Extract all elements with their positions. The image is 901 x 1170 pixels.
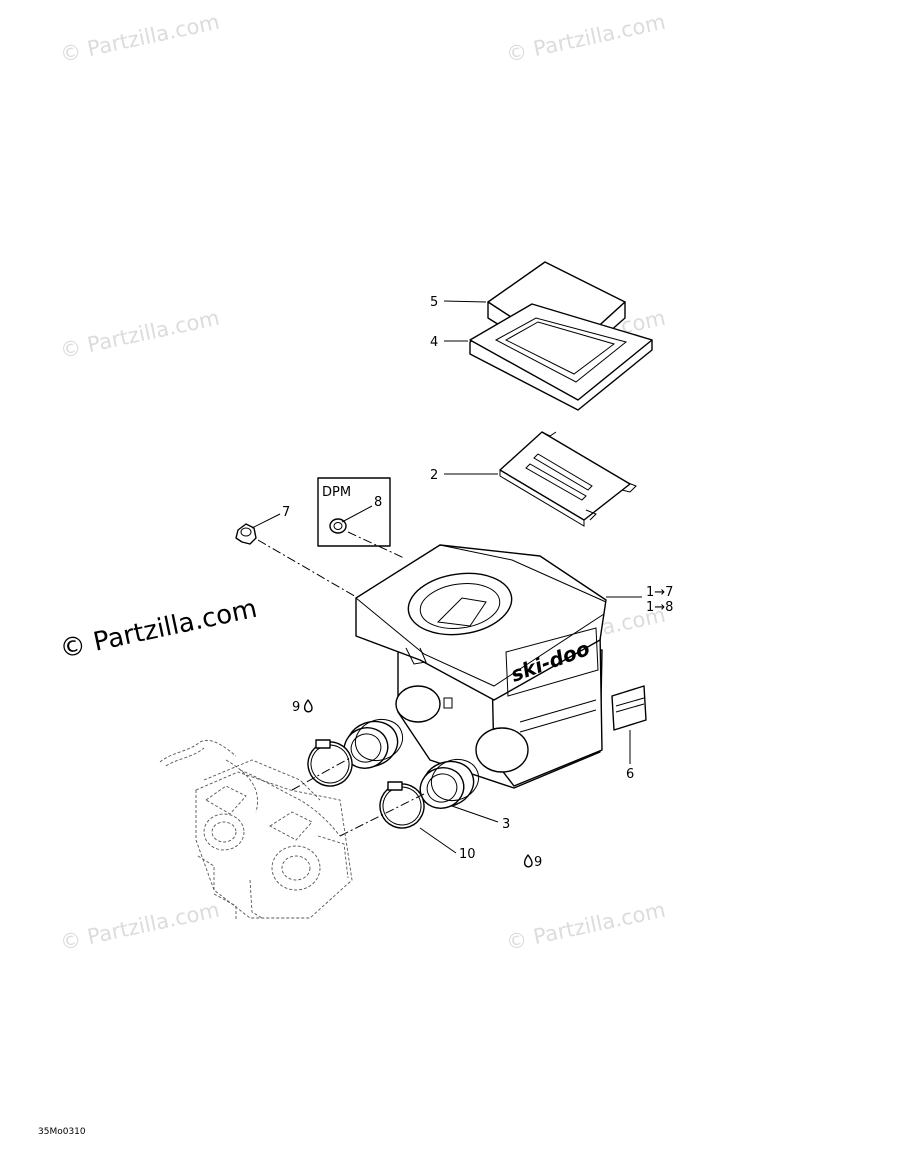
assembly-line-7 <box>257 539 359 599</box>
watermark-top-left: © Partzilla.com <box>58 10 222 67</box>
assembly-line-8 <box>347 531 405 559</box>
callout-9-top: 9 <box>292 700 300 715</box>
leader-10 <box>419 827 457 854</box>
diagram-code: 35Mo0310 <box>38 1127 86 1137</box>
watermark-mid-left: © Partzilla.com <box>58 306 222 363</box>
leader-lines <box>251 300 642 854</box>
part-4-filter-frame <box>469 303 653 411</box>
callout-2: 2 <box>430 468 438 483</box>
leader-5 <box>443 300 487 303</box>
watermark-main: © Partzilla.com <box>57 594 259 665</box>
callout-labels: 5 4 2 7 8 1→7 1→8 9 9 6 3 10 <box>282 295 673 870</box>
carburetor-assembly <box>159 740 353 920</box>
assembly-line-carb-left <box>291 757 351 791</box>
drop-icon-9-bottom <box>523 854 533 868</box>
callout-10: 10 <box>459 847 476 862</box>
callout-3: 3 <box>502 817 510 832</box>
part-3-adaptor-left <box>343 718 404 769</box>
part-2-plate <box>499 431 637 527</box>
callout-8: 8 <box>374 495 382 510</box>
callout-7: 7 <box>282 505 290 520</box>
watermark-bottom-right: © Partzilla.com <box>504 898 668 955</box>
callout-1-7: 1→7 <box>646 585 673 600</box>
dpm-label: DPM <box>322 485 351 500</box>
callout-6: 6 <box>626 767 634 782</box>
part-3-adaptor-right <box>419 758 480 809</box>
part-7-grommet <box>235 523 257 545</box>
leader-8 <box>341 505 373 523</box>
callout-4: 4 <box>430 335 438 350</box>
callout-9-bottom: 9 <box>534 855 542 870</box>
callout-5: 5 <box>430 295 438 310</box>
part-1-air-silencer: ski-doo <box>355 544 607 789</box>
dpm-inset: DPM <box>317 477 391 547</box>
watermark-bottom-left: © Partzilla.com <box>58 898 222 955</box>
leader-3 <box>451 805 499 823</box>
drop-icon-9-top <box>303 699 313 713</box>
part-10-clamp-right <box>379 781 425 829</box>
leader-7 <box>251 513 281 529</box>
callout-1-8: 1→8 <box>646 600 673 615</box>
watermark-top-right: © Partzilla.com <box>504 10 668 67</box>
part-6-decal <box>611 685 647 731</box>
assembly-line-carb-right <box>339 793 425 837</box>
